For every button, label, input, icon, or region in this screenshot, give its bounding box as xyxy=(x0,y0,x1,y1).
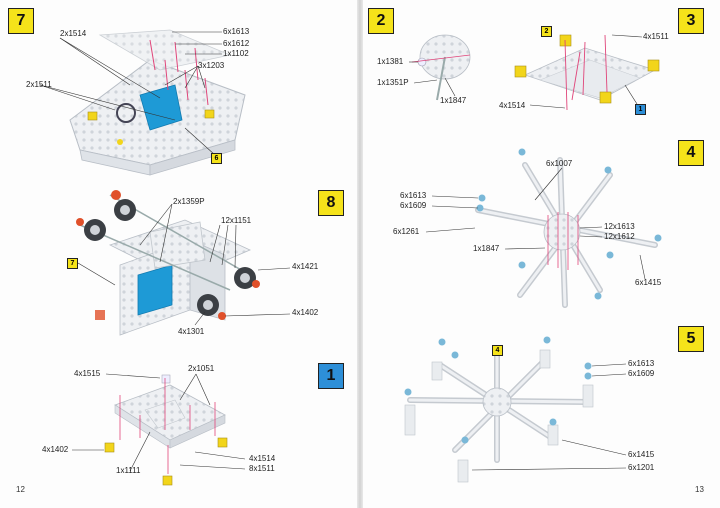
page-gutter xyxy=(357,0,363,508)
part-label: 4x1301 xyxy=(178,327,205,336)
part-label: 4x1514 xyxy=(249,454,276,463)
part-label: 6x1613 xyxy=(223,27,250,36)
step3-frame-assembly xyxy=(514,34,660,111)
part-label: 1x1847 xyxy=(473,244,500,253)
step-5-badge: 5 xyxy=(678,326,704,352)
part-label: 4x1515 xyxy=(74,369,101,378)
step2-disc-assembly xyxy=(409,34,471,101)
step-1-badge: 1 xyxy=(318,363,344,389)
part-label: 1x1381 xyxy=(377,57,404,66)
wheels xyxy=(84,199,256,316)
part-label: 4x1402 xyxy=(292,308,319,317)
part-label: 12x1612 xyxy=(604,232,635,241)
page-number-left: 12 xyxy=(16,485,25,494)
part-label: 6x1613 xyxy=(400,191,427,200)
ref-tag-4: 4 xyxy=(492,345,503,356)
step4-star-assembly xyxy=(425,148,662,308)
part-label: 12x1151 xyxy=(221,216,252,225)
part-label: 4x1402 xyxy=(42,445,69,454)
part-label: 2x1051 xyxy=(188,364,215,373)
part-label: 1x1351P xyxy=(377,78,409,87)
part-label: 1x1847 xyxy=(440,96,467,105)
step8-chassis-assembly xyxy=(76,190,291,336)
step-2-badge: 2 xyxy=(368,8,394,34)
part-label: 2x1511 xyxy=(26,80,52,89)
part-label: 6x1609 xyxy=(628,369,655,378)
part-label: 2x1359P xyxy=(173,197,205,206)
part-label: 6x1201 xyxy=(628,463,655,472)
step1-base-plate xyxy=(72,373,246,486)
step-7-badge: 7 xyxy=(8,8,34,34)
part-label: 6x1415 xyxy=(635,278,662,287)
step-8-badge: 8 xyxy=(318,190,344,216)
part-label: 8x1511 xyxy=(249,464,275,473)
part-label: 6x1613 xyxy=(628,359,655,368)
part-label: 12x1613 xyxy=(604,222,635,231)
page-number-right: 13 xyxy=(695,485,704,494)
part-label: 1x1111 xyxy=(116,466,141,475)
part-label: 4x1511 xyxy=(643,32,669,41)
ref-tag-7: 7 xyxy=(67,258,78,269)
right-page xyxy=(360,0,720,508)
ref-tag-2: 2 xyxy=(541,26,552,37)
part-label: 6x1261 xyxy=(393,227,420,236)
part-label: 6x1007 xyxy=(546,159,573,168)
part-label: 6x1609 xyxy=(400,201,427,210)
step7-car-assembly xyxy=(39,29,246,176)
part-label: 4x1421 xyxy=(292,262,319,271)
part-label: 2x1514 xyxy=(60,29,87,38)
step5-star-assembly xyxy=(404,336,627,483)
ref-tag-6: 6 xyxy=(211,153,222,164)
step-4-badge: 4 xyxy=(678,140,704,166)
part-label: 6x1415 xyxy=(628,450,655,459)
part-label: 3x1203 xyxy=(198,61,225,70)
step-3-badge: 3 xyxy=(678,8,704,34)
part-label: 1x1102 xyxy=(223,49,249,58)
part-label: 4x1514 xyxy=(499,101,526,110)
part-label: 6x1612 xyxy=(223,39,250,48)
ref-tag-1: 1 xyxy=(635,104,646,115)
